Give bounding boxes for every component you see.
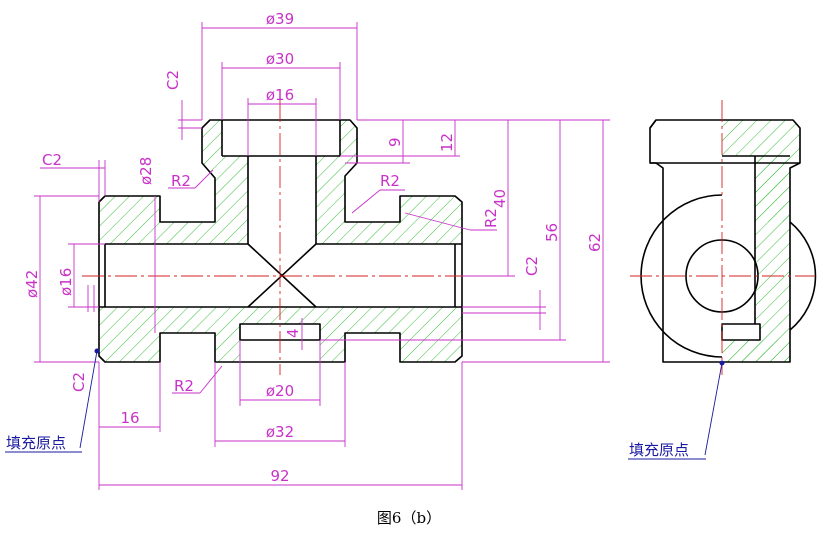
dim-92: 92 xyxy=(270,467,289,485)
dim-16: 16 xyxy=(120,409,139,427)
dim-r2-d: R2 xyxy=(174,377,194,395)
dim-12: 12 xyxy=(438,133,456,152)
front-outline xyxy=(98,119,463,363)
dim-r2-c: R2 xyxy=(482,208,500,228)
dim-62: 62 xyxy=(586,233,604,252)
front-hatch-upper-boss-right xyxy=(316,120,462,244)
side-outline xyxy=(649,119,801,363)
dim-d30: ø30 xyxy=(266,50,294,68)
side-outer-arc-right xyxy=(789,221,817,331)
dim-56: 56 xyxy=(543,223,561,242)
dim-c2-top: C2 xyxy=(164,70,182,90)
dim-d42: ø42 xyxy=(23,270,41,298)
dim-c2-right: C2 xyxy=(523,256,541,276)
dim-d16-left: ø16 xyxy=(57,268,75,296)
dim-d20: ø20 xyxy=(266,382,294,400)
leader-right xyxy=(704,362,723,456)
side-hatch-right xyxy=(722,156,790,362)
fill-origin-label-right: 填充原点 xyxy=(629,441,689,459)
figure-caption: 图6（b） xyxy=(377,509,441,527)
cross-line-b xyxy=(247,243,317,308)
side-view xyxy=(630,100,817,375)
front-hatch-upper-boss-left xyxy=(202,120,248,196)
side-hatch-bottom xyxy=(722,340,790,362)
dim-r2-a: R2 xyxy=(171,172,191,190)
front-hatch-top-left xyxy=(99,196,248,244)
dim-d32: ø32 xyxy=(266,423,294,441)
dimension-lines xyxy=(34,22,610,490)
dim-d28: ø28 xyxy=(137,157,155,185)
fill-origin-label-left: 填充原点 xyxy=(6,434,66,452)
dim-d16-top: ø16 xyxy=(266,86,294,104)
dim-40: 40 xyxy=(491,189,509,208)
dim-9: 9 xyxy=(386,137,404,147)
dim-c2-left: C2 xyxy=(42,151,62,169)
dim-4: 4 xyxy=(284,328,302,338)
dim-c2-lower: C2 xyxy=(70,372,88,392)
dim-d39: ø39 xyxy=(266,10,294,28)
side-chamfer xyxy=(649,119,657,129)
side-counterbore-bg xyxy=(722,324,760,340)
leader-left xyxy=(79,350,98,449)
front-view xyxy=(82,100,480,375)
dim-r2-b: R2 xyxy=(380,172,400,190)
